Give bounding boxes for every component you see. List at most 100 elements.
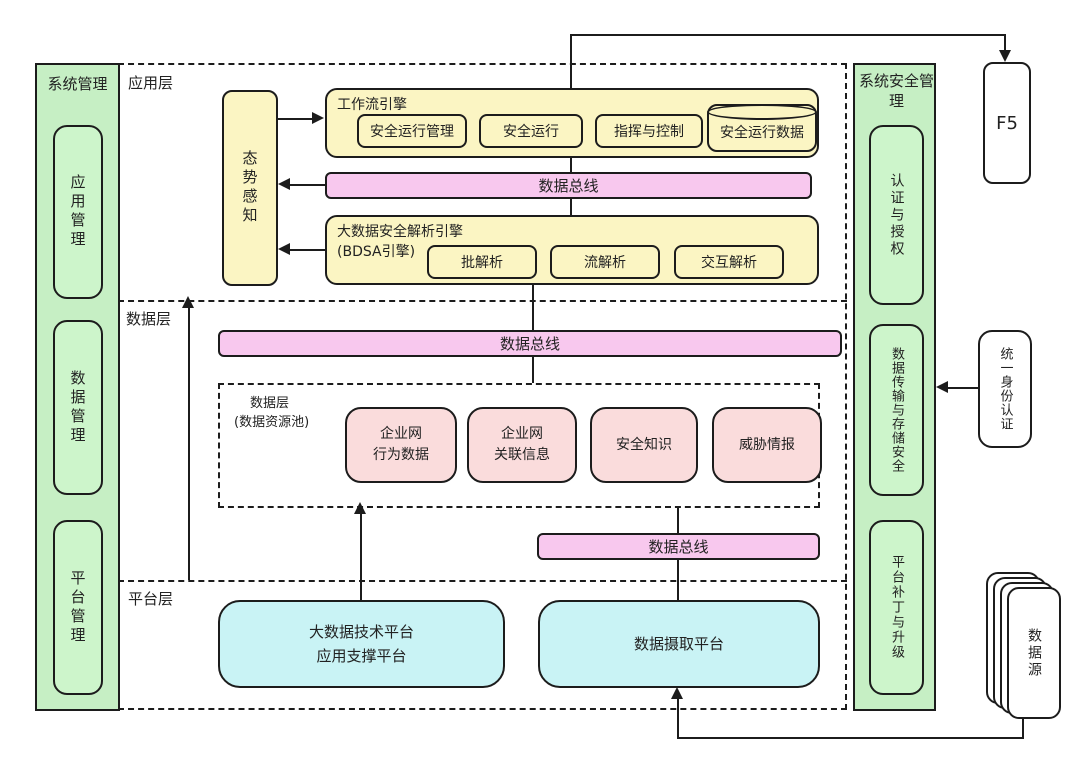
app-layer-data-bus-label: 数据总线 (538, 177, 599, 195)
data-layer-data-bus-label: 数据总线 (499, 335, 560, 353)
f5-label: F5 (996, 112, 1018, 134)
unified-identity-box: 统一身份认证 (978, 330, 1032, 448)
interactive-analysis-box: 交互解析 (674, 245, 784, 279)
app-management-label: 应用管理 (68, 174, 87, 250)
cylinder-top-icon (707, 104, 817, 120)
platform-layer-label: 平台层 (128, 590, 174, 608)
bigdata-tech-platform-line1: 大数据技术平台 (308, 623, 414, 641)
secure-operation-data-label: 安全运行数据 (720, 125, 804, 141)
data-ingestion-platform-label: 数据摄取平台 (633, 635, 724, 653)
data-platform-layer-divider (118, 580, 847, 582)
platform-patch-upgrade-box: 平台补丁与升级 (869, 520, 924, 695)
bdsa-engine-box: 大数据安全解析引擎 (BDSA引擎) 批解析 流解析 交互解析 (325, 215, 819, 285)
app-data-layer-divider (118, 300, 847, 302)
secure-operation-data-cylinder: 安全运行数据 (707, 104, 817, 152)
security-knowledge-label: 安全知识 (616, 436, 672, 453)
bdsa-engine-title: 大数据安全解析引擎 (BDSA引擎) (337, 222, 463, 263)
stream-analysis-label: 流解析 (584, 255, 626, 271)
data-layer-data-bus: 数据总线 (218, 330, 842, 357)
bdsa-title-line2: (BDSA引擎) (337, 244, 416, 261)
platform-layer-data-bus: 数据总线 (537, 533, 820, 560)
command-control-box: 指挥与控制 (595, 114, 703, 148)
connector-bdsa-to-sa (288, 249, 325, 251)
arrowhead-into-datalayer (182, 296, 194, 308)
bigdata-tech-platform-box: 大数据技术平台 应用支撑平台 (218, 600, 505, 688)
threat-intelligence-box: 威胁情报 (712, 407, 822, 483)
platform-management-label: 平台管理 (68, 569, 87, 646)
arrowhead-into-workflow (312, 112, 324, 124)
platform-patch-upgrade-label: 平台补丁与升级 (889, 555, 904, 660)
bdsa-title-line1: 大数据安全解析引擎 (337, 224, 463, 240)
arrowhead-into-f5 (999, 50, 1011, 62)
bigdata-tech-platform-line2: 应用支撑平台 (316, 647, 407, 665)
situational-awareness-label: 态势感知 (240, 150, 259, 226)
arrowhead-into-pool (354, 502, 366, 514)
secure-operation-mgmt-label: 安全运行管理 (370, 124, 454, 140)
authentication-authorization-label: 认证与授权 (888, 172, 905, 258)
enterprise-behavior-data-box: 企业网 行为数据 (345, 407, 457, 483)
connector-workflow-bus (570, 158, 572, 172)
data-layer-label: 数据层 (126, 310, 172, 328)
authentication-authorization-box: 认证与授权 (869, 125, 924, 305)
secure-operation-mgmt-box: 安全运行管理 (357, 114, 467, 148)
app-layer-data-bus: 数据总线 (325, 172, 812, 199)
data-source-label: 数据源 (1026, 627, 1042, 679)
unified-identity-label: 统一身份认证 (997, 347, 1013, 431)
connector-platformbus-ingestion (677, 560, 679, 600)
batch-analysis-label: 批解析 (461, 255, 503, 271)
data-management-label: 数据管理 (68, 369, 87, 446)
connector-databus-pool (532, 357, 534, 383)
platform-management-box: 平台管理 (53, 520, 103, 695)
connector-bus-bdsa (570, 199, 572, 215)
connector-up-to-ingestion (677, 698, 679, 739)
data-resource-pool-box: 数据层 (数据资源池) 企业网 行为数据 企业网 关联信息 安全知识 威胁情报 (218, 383, 822, 508)
arrowhead-into-security-column (936, 381, 948, 393)
connector-bottom-horizontal (677, 737, 1024, 739)
command-control-label: 指挥与控制 (614, 124, 684, 140)
f5-box: F5 (983, 62, 1031, 184)
workflow-engine-box: 工作流引擎 安全运行管理 安全运行 指挥与控制 安全运行数据 (325, 88, 819, 158)
stream-analysis-box: 流解析 (550, 245, 660, 279)
app-management-box: 应用管理 (53, 125, 103, 299)
enterprise-correlation-line1: 企业网 (501, 426, 543, 442)
arrowhead-into-sa-upper (278, 178, 290, 190)
connector-pool-platformbus (677, 508, 679, 533)
security-knowledge-box: 安全知识 (590, 407, 698, 483)
platform-layer-data-bus-label: 数据总线 (648, 538, 709, 556)
connector-top-horizontal (570, 34, 1006, 36)
enterprise-correlation-line2: 关联信息 (494, 447, 550, 463)
connector-platform-to-datalayer (188, 307, 190, 580)
batch-analysis-box: 批解析 (427, 245, 537, 279)
enterprise-behavior-line1: 企业网 (380, 426, 422, 442)
connector-down-to-f5 (1004, 35, 1006, 56)
resource-pool-title-line1: 数据层 (250, 396, 290, 411)
resource-pool-title-line2: (数据资源池) (234, 414, 310, 430)
connector-bus-to-sa (288, 184, 325, 186)
data-management-box: 数据管理 (53, 320, 103, 495)
arrowhead-into-ingestion (671, 687, 683, 699)
system-security-column: 系统安全管理 认证与授权 数据传输与存储安全 平台补丁与升级 (853, 63, 936, 711)
enterprise-correlation-info-box: 企业网 关联信息 (467, 407, 577, 483)
connector-workflow-up (570, 35, 572, 88)
system-security-title: 系统安全管理 (859, 72, 935, 111)
data-resource-pool-title: 数据层 (数据资源池) (234, 395, 309, 433)
data-transfer-storage-security-label: 数据传输与存储安全 (889, 347, 904, 473)
connector-bdsa-databus (532, 285, 534, 330)
layers-frame (118, 63, 847, 710)
data-source-card-front: 数据源 (1007, 587, 1061, 719)
threat-intelligence-label: 威胁情报 (739, 436, 795, 453)
connector-platform-to-pool (360, 513, 362, 600)
data-ingestion-platform-box: 数据摄取平台 (538, 600, 820, 688)
connector-datasource-down (1022, 719, 1024, 739)
enterprise-behavior-line2: 行为数据 (373, 447, 429, 463)
arrowhead-into-sa-lower (278, 243, 290, 255)
system-management-title: 系统管理 (47, 75, 108, 93)
secure-operation-label: 安全运行 (503, 124, 559, 140)
workflow-engine-title: 工作流引擎 (337, 97, 407, 113)
connector-sa-to-workflow (278, 118, 314, 120)
connector-identity-to-security (948, 387, 978, 389)
data-transfer-storage-security-box: 数据传输与存储安全 (869, 324, 924, 496)
app-layer-label: 应用层 (128, 74, 174, 92)
secure-operation-box: 安全运行 (479, 114, 583, 148)
